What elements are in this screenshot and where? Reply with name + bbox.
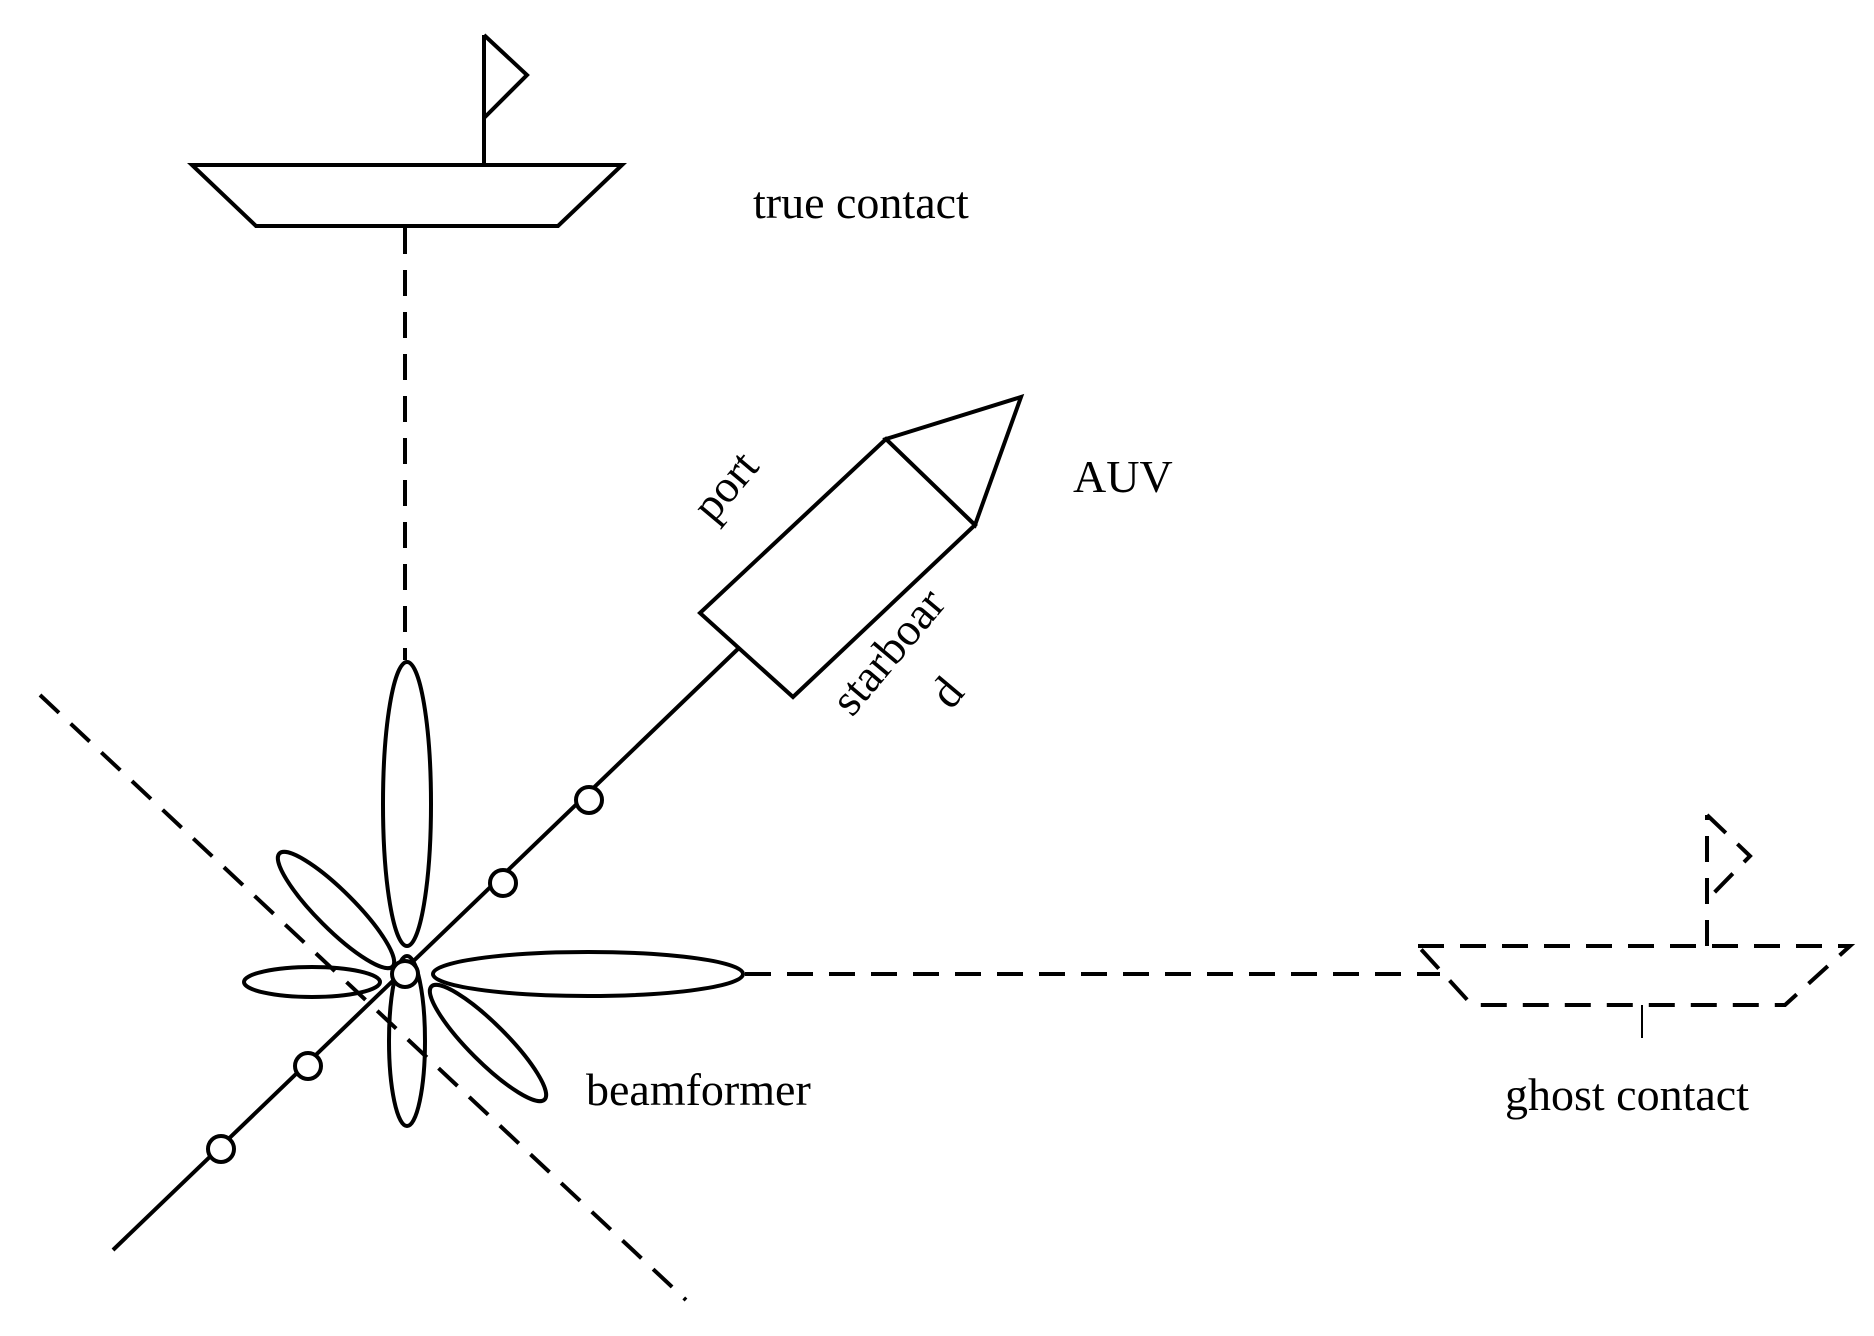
label-port: port <box>682 441 769 531</box>
auv-nose <box>882 393 1025 529</box>
beam-lobe-diagonal-lower <box>427 982 549 1104</box>
ghost-contact-hull <box>1416 944 1856 1007</box>
hydrophone-sensor <box>488 868 518 898</box>
beam-lobe-vertical-minor <box>387 954 427 1128</box>
label-ghost-contact: ghost contact <box>1505 1069 1749 1120</box>
auv <box>697 393 1025 700</box>
hydrophone-sensor <box>293 1051 323 1081</box>
hydrophone-sensor <box>574 785 604 815</box>
ghost-contact-ship <box>1416 813 1856 1038</box>
label-true-contact: true contact <box>753 177 969 228</box>
true-contact-ship <box>187 33 627 228</box>
hydrophone-sensors <box>206 785 604 1164</box>
label-beamformer: beamformer <box>586 1064 811 1115</box>
hydrophone-sensor <box>206 1134 236 1164</box>
true-contact-flag <box>482 33 530 120</box>
beamformer-lobes <box>242 660 745 1128</box>
ghost-contact-flag <box>1705 813 1753 902</box>
beam-lobe-horizontal-minor <box>242 965 382 999</box>
beamformer-center-node <box>390 959 420 989</box>
true-contact-hull <box>187 163 627 228</box>
label-starboard-line2: d <box>920 667 974 717</box>
label-auv: AUV <box>1073 451 1173 502</box>
beam-lobe-vertical-main <box>381 660 433 948</box>
broadside-dashed-line <box>38 693 688 1302</box>
beam-lobe-horizontal-main <box>431 950 745 998</box>
